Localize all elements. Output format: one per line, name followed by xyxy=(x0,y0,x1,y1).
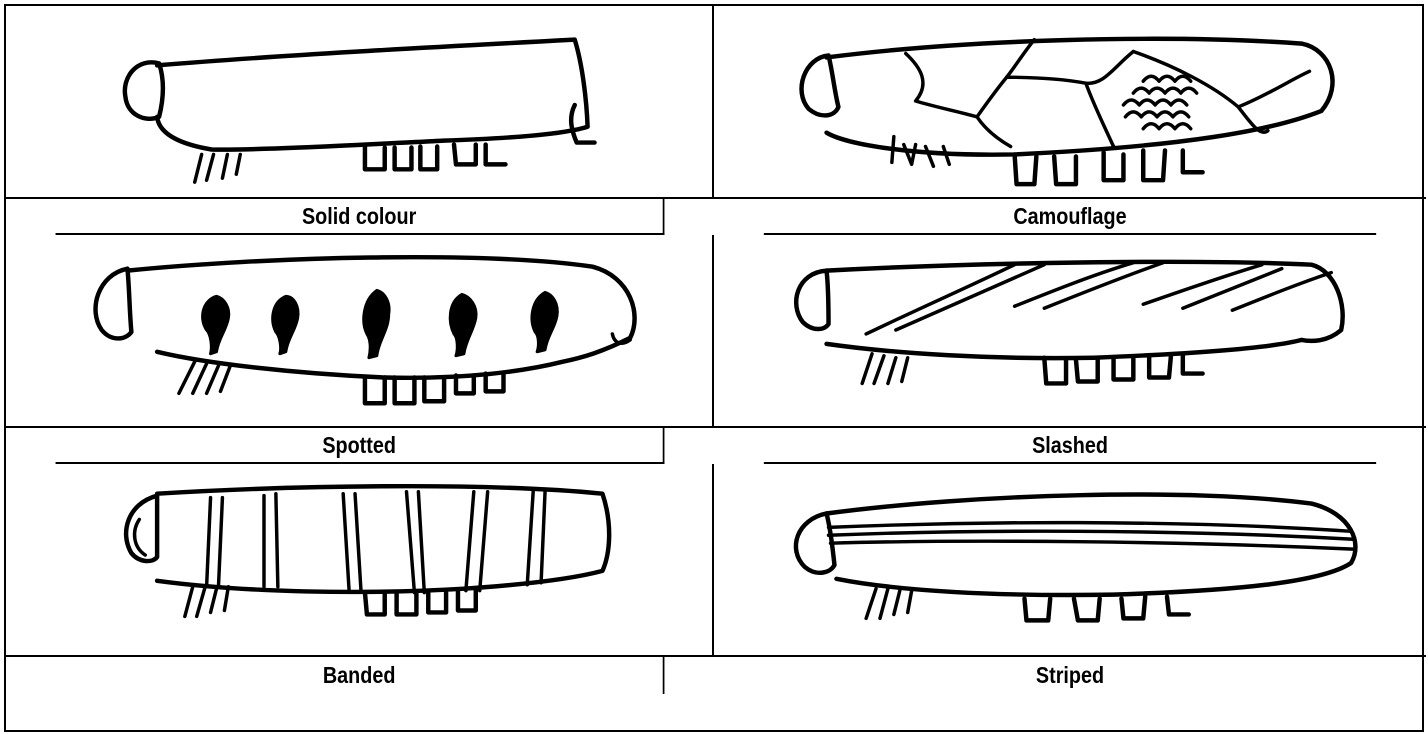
label-banded: Banded xyxy=(56,657,665,694)
label-striped: Striped xyxy=(764,657,1376,694)
caterpillar-pattern-table: Solid colour Camouflage xyxy=(4,4,1424,732)
label-camouflage: Camouflage xyxy=(764,199,1376,235)
banded-caterpillar-icon xyxy=(6,464,714,657)
striped-caterpillar-icon xyxy=(714,464,1426,657)
spotted-caterpillar-icon xyxy=(6,235,714,428)
slashed-caterpillar-icon xyxy=(714,235,1426,428)
solid-colour-caterpillar-icon xyxy=(6,6,714,199)
label-spotted: Spotted xyxy=(56,428,665,464)
label-slashed: Slashed xyxy=(764,428,1376,464)
camouflage-caterpillar-icon xyxy=(714,6,1426,199)
label-solid-colour: Solid colour xyxy=(56,199,665,235)
